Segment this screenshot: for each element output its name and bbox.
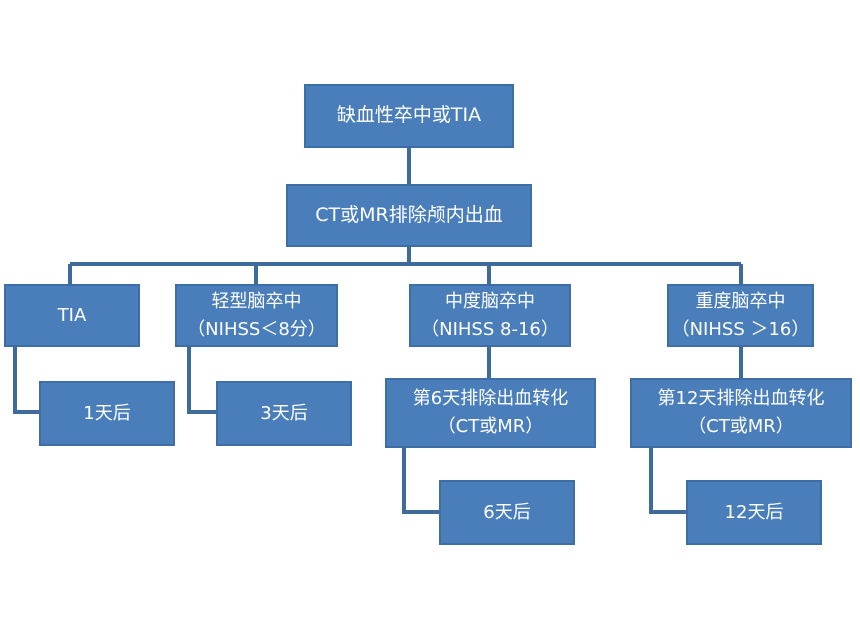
connector-tia-time [13, 347, 39, 414]
mild-stroke-node: 轻型脑卒中 （NIHSS＜8分） [175, 284, 338, 347]
severe-stroke-label: 重度脑卒中 [695, 290, 786, 312]
moderate-check-node: 第6天排除出血转化 （CT或MR） [385, 378, 596, 448]
exclude-hemorrhage-label: CT或MR排除颅内出血 [315, 203, 503, 226]
mild-stroke-nihss: （NIHSS＜8分） [187, 318, 326, 340]
mild-timing-label: 3天后 [260, 402, 308, 424]
root-node: 缺血性卒中或TIA [304, 84, 514, 148]
tia-label: TIA [57, 304, 87, 326]
severe-stroke-nihss: （NIHSS ＞16） [671, 318, 810, 340]
severe-check-node: 第12天排除出血转化 （CT或MR） [630, 378, 852, 448]
severe-check-method: （CT或MR） [688, 416, 794, 437]
connector-severe-time [649, 448, 686, 514]
root-node-label: 缺血性卒中或TIA [336, 104, 482, 127]
severe-timing-label: 12天后 [724, 501, 784, 523]
moderate-stroke-nihss: （NIHSS 8-16） [421, 318, 559, 340]
connector-mild-time [187, 347, 216, 414]
severe-timing-node: 12天后 [686, 480, 822, 545]
moderate-check-label: 第6天排除出血转化 [412, 388, 569, 410]
moderate-check-method: （CT或MR） [437, 416, 544, 437]
moderate-stroke-label: 中度脑卒中 [445, 290, 535, 312]
tia-timing-node: 1天后 [39, 381, 175, 446]
severe-stroke-node: 重度脑卒中 （NIHSS ＞16） [667, 284, 814, 347]
severe-check-label: 第12天排除出血转化 [657, 388, 825, 410]
connector-moderate-time [402, 448, 439, 514]
mild-timing-node: 3天后 [216, 381, 352, 446]
moderate-timing-node: 6天后 [439, 480, 575, 545]
tia-timing-label: 1天后 [83, 402, 131, 424]
moderate-stroke-node: 中度脑卒中 （NIHSS 8-16） [409, 284, 571, 347]
moderate-timing-label: 6天后 [483, 501, 531, 523]
mild-stroke-label: 轻型脑卒中 [211, 290, 302, 312]
exclude-hemorrhage-node: CT或MR排除颅内出血 [286, 184, 532, 247]
tia-node: TIA [4, 284, 140, 347]
